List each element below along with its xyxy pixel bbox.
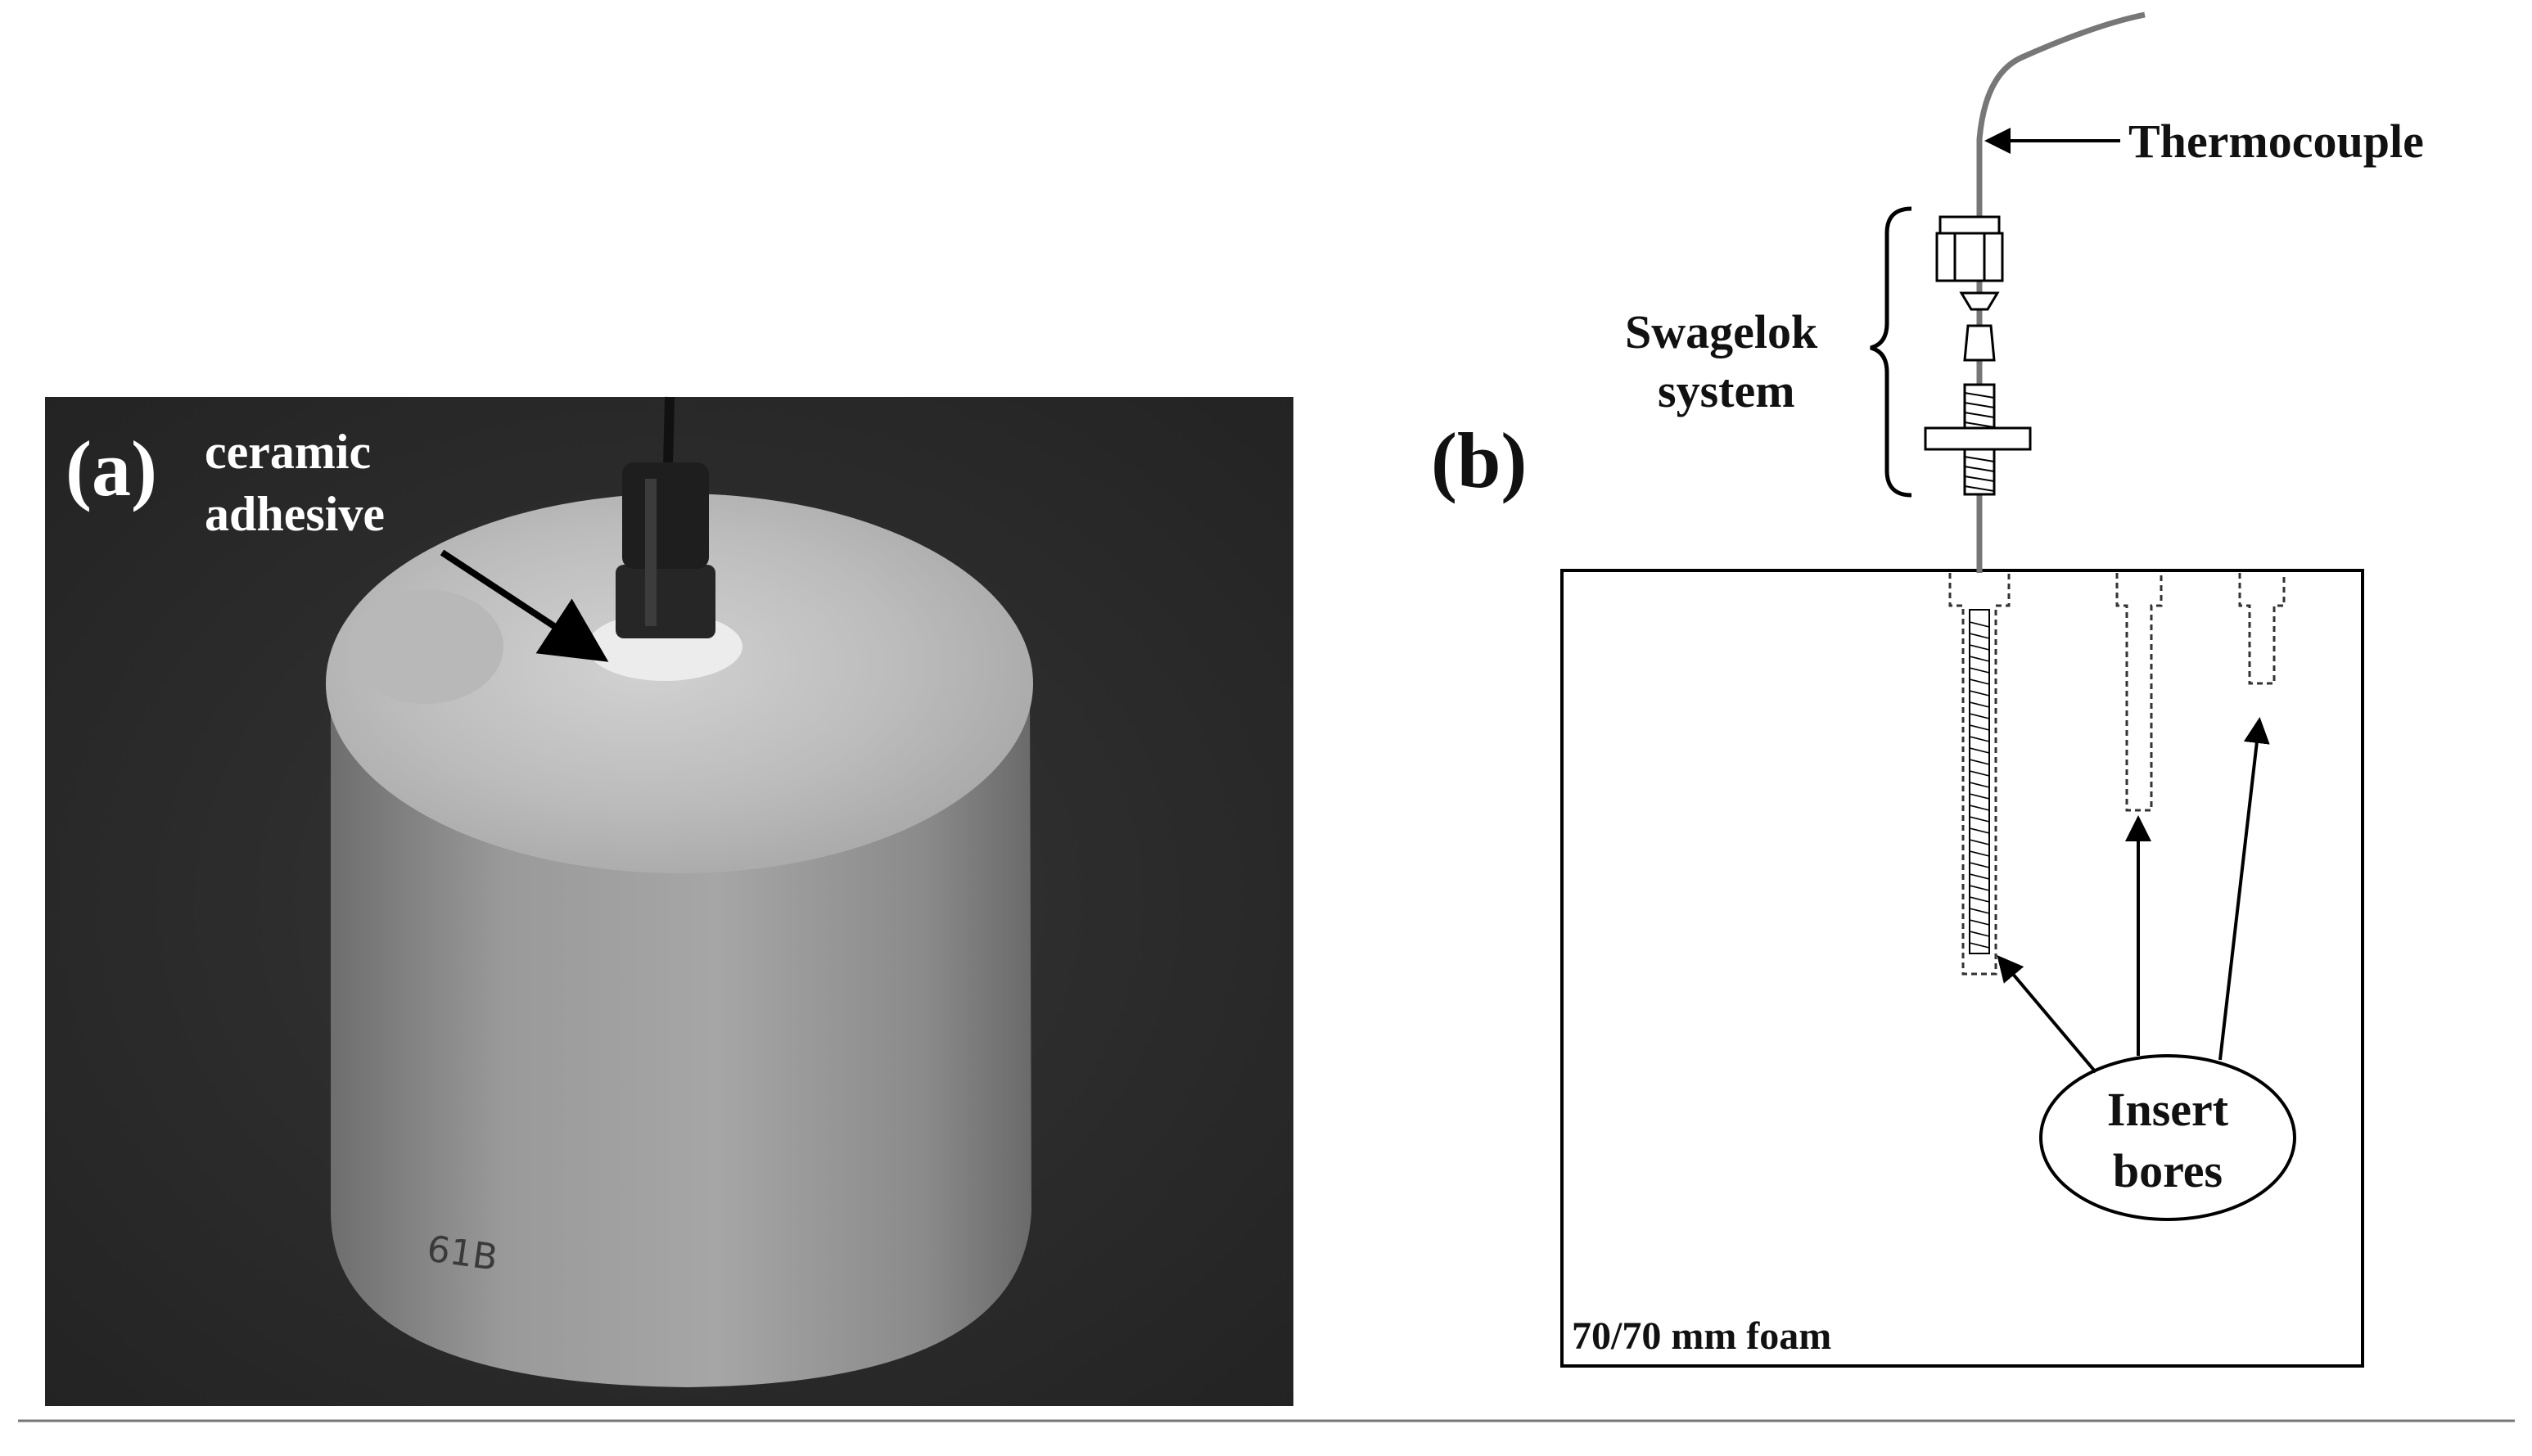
panel-a-label: (a) <box>65 425 157 512</box>
callout-arrow-1 <box>1997 954 2097 1074</box>
cylinder-body <box>331 687 1031 1387</box>
thermocouple-label: Thermocouple <box>2128 115 2424 168</box>
fitting-nut-bottom <box>616 565 715 638</box>
swagelok-label-line2: system <box>1658 364 1795 417</box>
swagelok-nut <box>1938 215 2001 235</box>
panel-a-photo: 61B (a) ceramic adhesive <box>45 396 1293 1406</box>
bore-3 <box>2238 573 2286 685</box>
bores-label: bores <box>2113 1144 2223 1197</box>
insert-bores <box>1948 573 2286 976</box>
swagelok-nut-body <box>1935 232 2004 282</box>
adhesive-arrow <box>440 549 609 662</box>
panel-b-label: (b) <box>1431 417 1527 504</box>
swagelok-label-line1: Swagelok <box>1625 305 1818 358</box>
callout-arrow-3 <box>2218 717 2270 1061</box>
rod-threads <box>1969 621 1990 949</box>
threaded-rod <box>1969 609 1990 954</box>
swagelok-threads <box>1964 392 1995 492</box>
top-bump <box>348 589 503 704</box>
adhesive-label: adhesive <box>205 487 385 541</box>
thermocouple-wire <box>1976 11 2146 573</box>
swagelok-components <box>1924 215 2032 496</box>
bore-1 <box>1948 573 2011 976</box>
insert-label: Insert <box>2107 1083 2229 1136</box>
swagelok-ferrule-front <box>1963 324 1996 362</box>
fitting-nut-top <box>622 462 709 569</box>
thermocouple-cable <box>663 396 675 467</box>
fitting-highlight <box>645 479 657 626</box>
insert-bores-callout <box>2039 1054 2296 1221</box>
ceramic-label: ceramic <box>205 425 371 479</box>
swagelok-brace <box>1870 206 1912 498</box>
sample-marking: 61B <box>424 1228 499 1278</box>
bore-2 <box>2115 573 2163 812</box>
foam-label: 70/70 mm foam <box>1572 1314 1831 1358</box>
swagelok-hex-body <box>1924 426 2032 451</box>
swagelok-ferrule-back <box>1959 291 2000 311</box>
panel-b-schematic: 70/70 mm foam Swagelok system Thermoc <box>1431 11 2424 1368</box>
